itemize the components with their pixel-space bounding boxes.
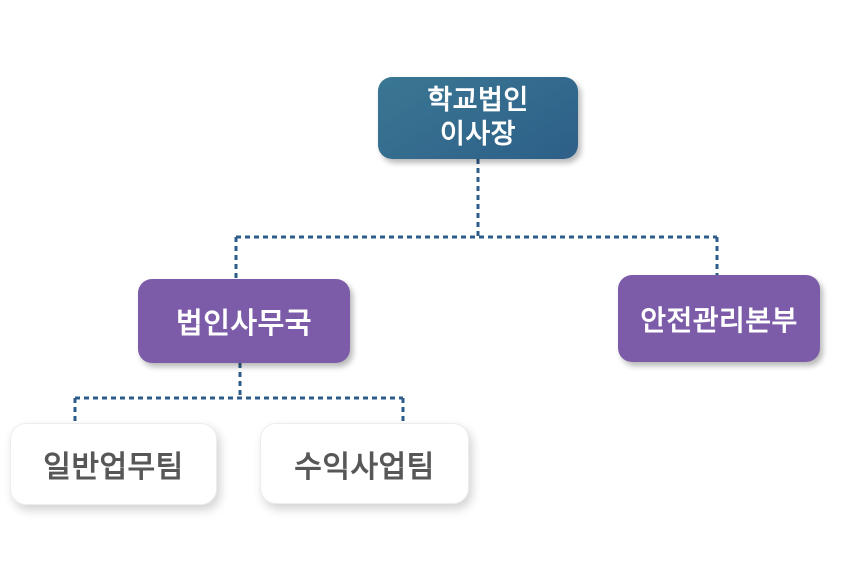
node-profit-business-team-label: 수익사업팀 [294,450,435,484]
node-profit-business-team: 수익사업팀 [260,423,469,504]
node-corporate-office-label: 법인사무국 [176,308,312,340]
node-safety-management-hq: 안전관리본부 [618,275,820,362]
node-chairman-label-line1: 학교법인 [427,85,529,116]
node-general-affairs-team: 일반업무팀 [10,423,217,505]
node-general-affairs-team-label: 일반업무팀 [43,451,184,484]
node-safety-management-hq-label: 안전관리본부 [640,304,798,336]
node-corporate-office: 법인사무국 [138,279,350,363]
node-chairman: 학교법인 이사장 [378,77,578,159]
node-chairman-label-line2: 이사장 [439,119,517,149]
